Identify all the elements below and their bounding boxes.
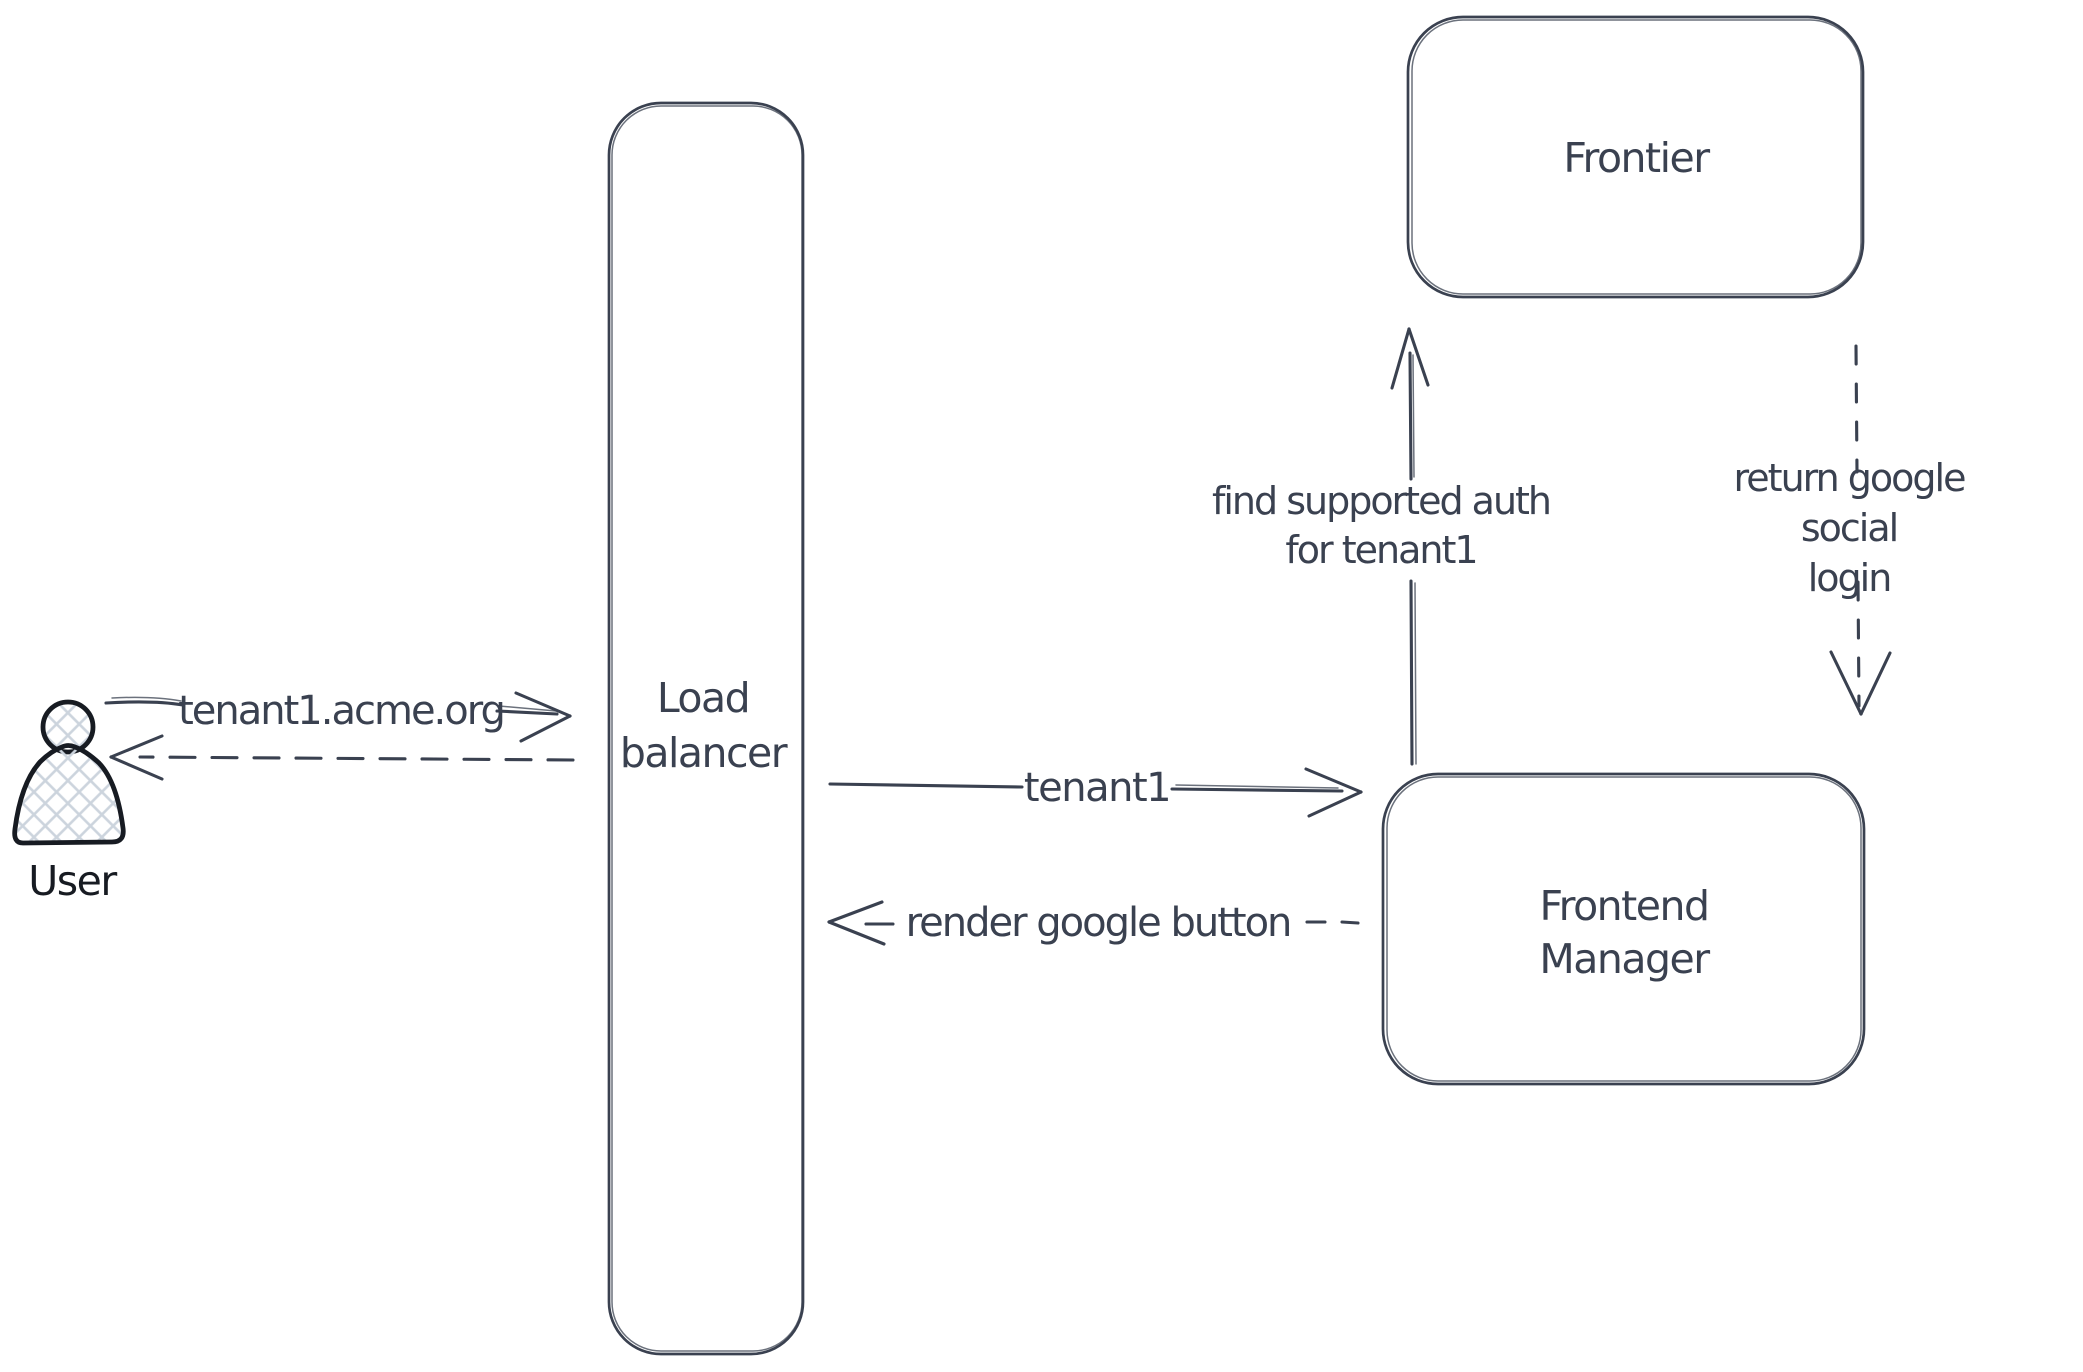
arrow-frontend-manager-to-frontier: [1390, 327, 1430, 766]
arrowhead-right: [514, 691, 572, 718]
arrowhead-left: [109, 755, 164, 781]
arrowhead-right: [1304, 767, 1363, 794]
edge-label-find-supported-auth: find supported auth for tenant1: [1211, 479, 1552, 572]
user-label: User: [28, 857, 117, 905]
edge-label-tenant1-acme-org: tenant1.acme.org: [178, 688, 506, 734]
load-balancer-outline: [607, 101, 805, 1356]
frontier-outline: [1406, 15, 1865, 299]
arrowhead-up: [1407, 327, 1430, 387]
frontend-manager-outline-echo: [1386, 776, 1862, 1082]
frontend-manager-node: [1381, 772, 1866, 1086]
arrow-load-balancer-to-frontend-manager: [828, 767, 1363, 818]
arrow-frontend-manager-to-load-balancer: [827, 900, 1360, 946]
arrowhead-down: [1829, 650, 1863, 716]
arrow-user-to-load-balancer: [104, 691, 572, 743]
arrowhead-down: [1859, 651, 1892, 716]
arrow-load-balancer-to-user: [109, 734, 575, 781]
user-icon-body: [12, 743, 126, 846]
edge-label-return-google-social-login: return google social login: [1733, 456, 1967, 600]
frontend-manager-label: Frontend Manager: [1539, 882, 1710, 983]
arrowhead-right: [1307, 790, 1363, 818]
arrowhead-left: [827, 900, 884, 924]
arrowhead-right: [519, 714, 572, 743]
arrowhead-up: [1390, 327, 1411, 390]
frontier-node: [1406, 15, 1865, 299]
arrowhead-left: [109, 734, 164, 759]
frontier-label: Frontier: [1563, 134, 1710, 182]
frontier-outline-echo: [1411, 19, 1862, 295]
load-balancer-label: Load balancer: [619, 674, 788, 777]
arrowhead-left: [827, 920, 886, 946]
frontend-manager-outline: [1381, 772, 1866, 1086]
load-balancer-outline-echo: [611, 105, 803, 1352]
edge-label-tenant1: tenant1: [1023, 765, 1172, 811]
edge-label-render-google-button: render google button: [905, 900, 1293, 946]
load-balancer-node: [607, 101, 805, 1356]
user-icon: [12, 699, 126, 846]
arrow-frontier-to-frontend-manager: [1829, 344, 1892, 716]
